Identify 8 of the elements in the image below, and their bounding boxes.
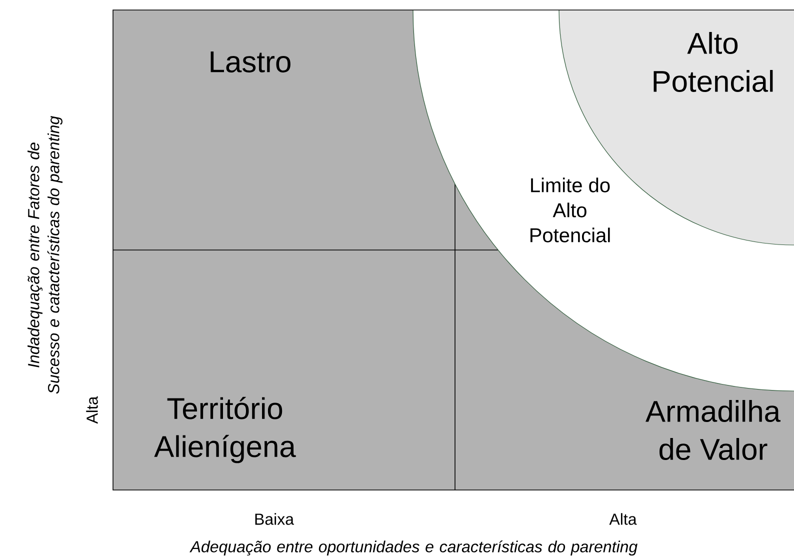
quadrant-label: Lastro — [210, 52, 290, 72]
axis-tick-label: Alta — [86, 396, 98, 424]
axis-tick-label: Alta — [609, 513, 637, 525]
quadrant-label: Armadilha de Valor — [646, 400, 781, 460]
axis-title: Indadequação entre Fatores de Sucesso e catacterísticas do parenting — [28, 116, 62, 394]
quadrant-label: Território Alienígena — [154, 396, 296, 464]
axis-tick-label: Baixa — [255, 513, 294, 525]
axis-title: Adequação entre oportunidades e características do parenting — [190, 540, 638, 556]
